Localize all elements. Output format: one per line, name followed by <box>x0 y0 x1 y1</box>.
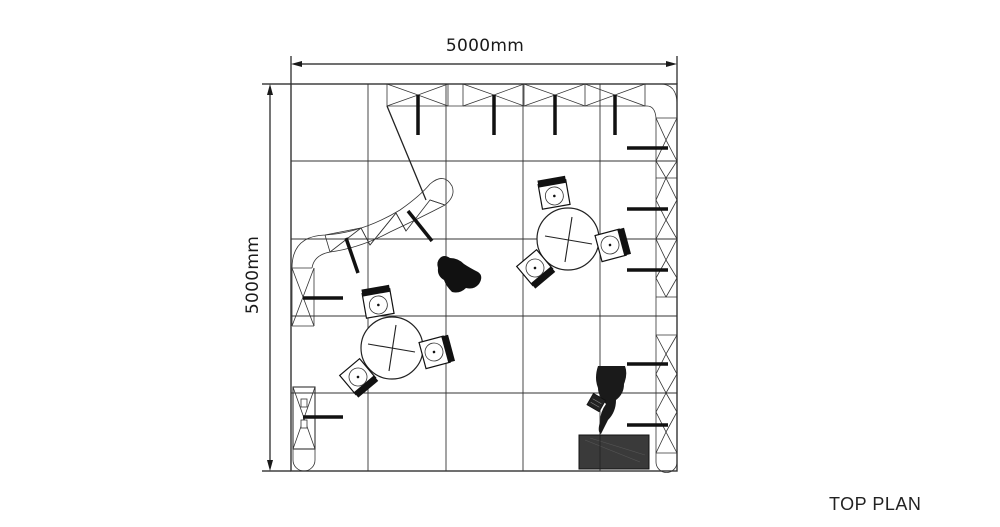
staff-person-icon <box>596 366 627 434</box>
truss-right-spotlights <box>627 146 668 427</box>
depth-dimension-label: 5000mm <box>243 235 263 315</box>
floor-grid <box>290 83 678 472</box>
reception-counter <box>578 434 650 470</box>
chair <box>418 334 456 370</box>
table-right <box>515 175 632 289</box>
display-stand <box>292 386 316 472</box>
plant-icon <box>437 256 482 293</box>
chair <box>515 248 556 289</box>
laptop-icon <box>586 392 607 413</box>
truss-top-spotlights <box>416 95 617 135</box>
chair <box>338 357 379 398</box>
chair <box>537 175 571 210</box>
width-dimension-label: 5000mm <box>445 36 525 56</box>
chair <box>361 284 395 319</box>
width-dimension-line <box>290 56 678 84</box>
truss-right <box>655 117 678 473</box>
truss-support-cable <box>386 105 427 201</box>
drawing-title: TOP PLAN <box>829 494 922 514</box>
truss-top <box>386 83 678 119</box>
truss-curved <box>291 178 454 269</box>
chair <box>594 227 632 263</box>
truss-curved-spotlights <box>344 209 434 274</box>
table-left <box>338 284 456 398</box>
depth-dimension-line <box>262 83 291 472</box>
